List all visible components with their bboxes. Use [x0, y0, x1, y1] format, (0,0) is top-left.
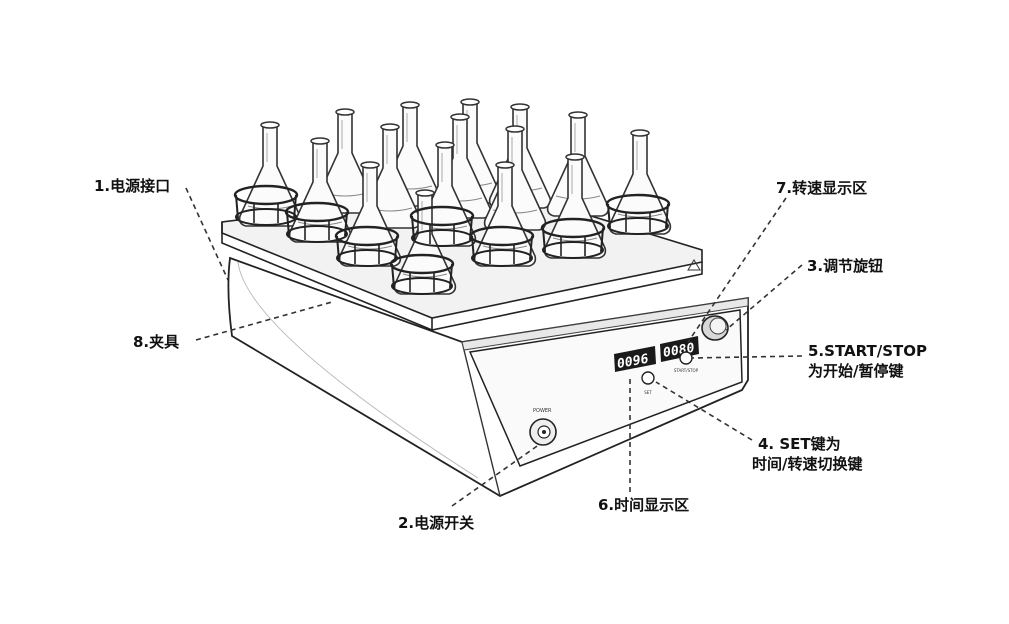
power-switch-label: POWER — [533, 408, 552, 414]
start-stop-button[interactable] — [679, 351, 693, 365]
leader-line-3 — [725, 264, 803, 331]
label-set-key-line2: 时间/转速切换键 — [752, 455, 863, 473]
label-time-display-text: 6.时间显示区 — [598, 496, 690, 514]
label-start-stop: 5.START/STOP 为开始/暂停键 — [808, 341, 927, 381]
label-power-port-text: 1.电源接口 — [94, 177, 171, 195]
label-power-switch: 2.电源开关 — [398, 513, 474, 533]
leader-line-1 — [185, 187, 229, 281]
leader-line-7 — [687, 197, 787, 343]
label-adjust-knob-text: 3.调节旋钮 — [807, 257, 884, 275]
set-button[interactable] — [641, 371, 655, 385]
set-button-label: SET — [644, 390, 652, 395]
leader-lines — [185, 187, 803, 507]
label-clamp: 8.夹具 — [133, 332, 179, 352]
leader-line-8 — [195, 301, 333, 341]
label-speed-display: 7.转速显示区 — [776, 178, 867, 198]
start-stop-button-label: START/STOP — [674, 368, 699, 373]
label-start-stop-line2: 为开始/暂停键 — [808, 362, 904, 380]
warning-icon — [687, 259, 701, 271]
leader-line-4 — [655, 381, 753, 441]
leader-line-5 — [691, 355, 803, 359]
time-display-digits: 0096 — [617, 352, 648, 372]
label-power-switch-text: 2.电源开关 — [398, 514, 475, 532]
label-time-display: 6.时间显示区 — [598, 495, 689, 515]
adjust-knob[interactable] — [701, 315, 729, 341]
label-speed-display-text: 7.转速显示区 — [776, 179, 868, 197]
label-start-stop-line1: 5.START/STOP — [808, 342, 927, 360]
label-power-port: 1.电源接口 — [94, 176, 170, 196]
label-clamp-text: 8.夹具 — [133, 333, 180, 351]
power-switch[interactable] — [529, 418, 557, 446]
time-display: 0096 — [614, 346, 656, 372]
label-set-key-line1: 4. SET键为 — [758, 435, 841, 453]
label-set-key: 4. SET键为 时间/转速切换键 — [752, 434, 862, 474]
label-adjust-knob: 3.调节旋钮 — [807, 256, 883, 276]
